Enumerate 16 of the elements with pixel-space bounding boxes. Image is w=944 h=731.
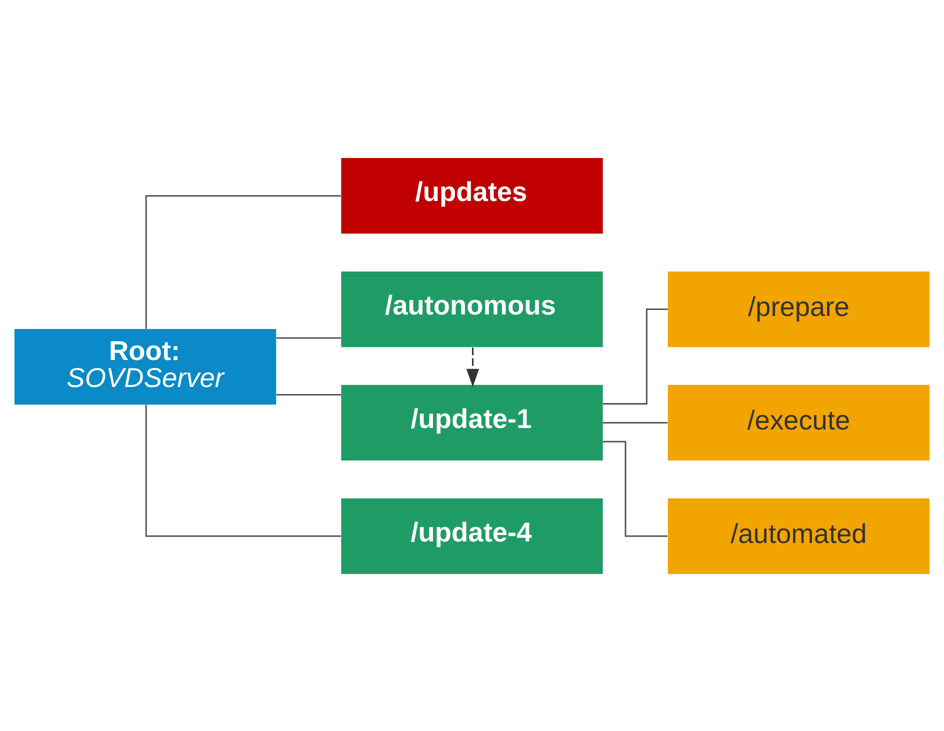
connector [276,393,341,395]
connector [276,336,341,338]
connector [602,421,668,423]
connector [602,440,668,536]
node-box: /updates [341,158,603,234]
arrow [466,347,480,387]
node-box: Root: SOVDServer [14,328,276,404]
node-box: /automated [668,498,930,574]
node-box: /prepare [668,270,930,347]
node-box: /autonomous [341,270,603,347]
node-box: /update-4 [341,498,603,574]
connector [603,308,668,404]
node-box: /update-1 [341,384,603,460]
node-box: /execute [668,384,930,460]
connector [145,194,341,328]
connector [145,404,341,536]
